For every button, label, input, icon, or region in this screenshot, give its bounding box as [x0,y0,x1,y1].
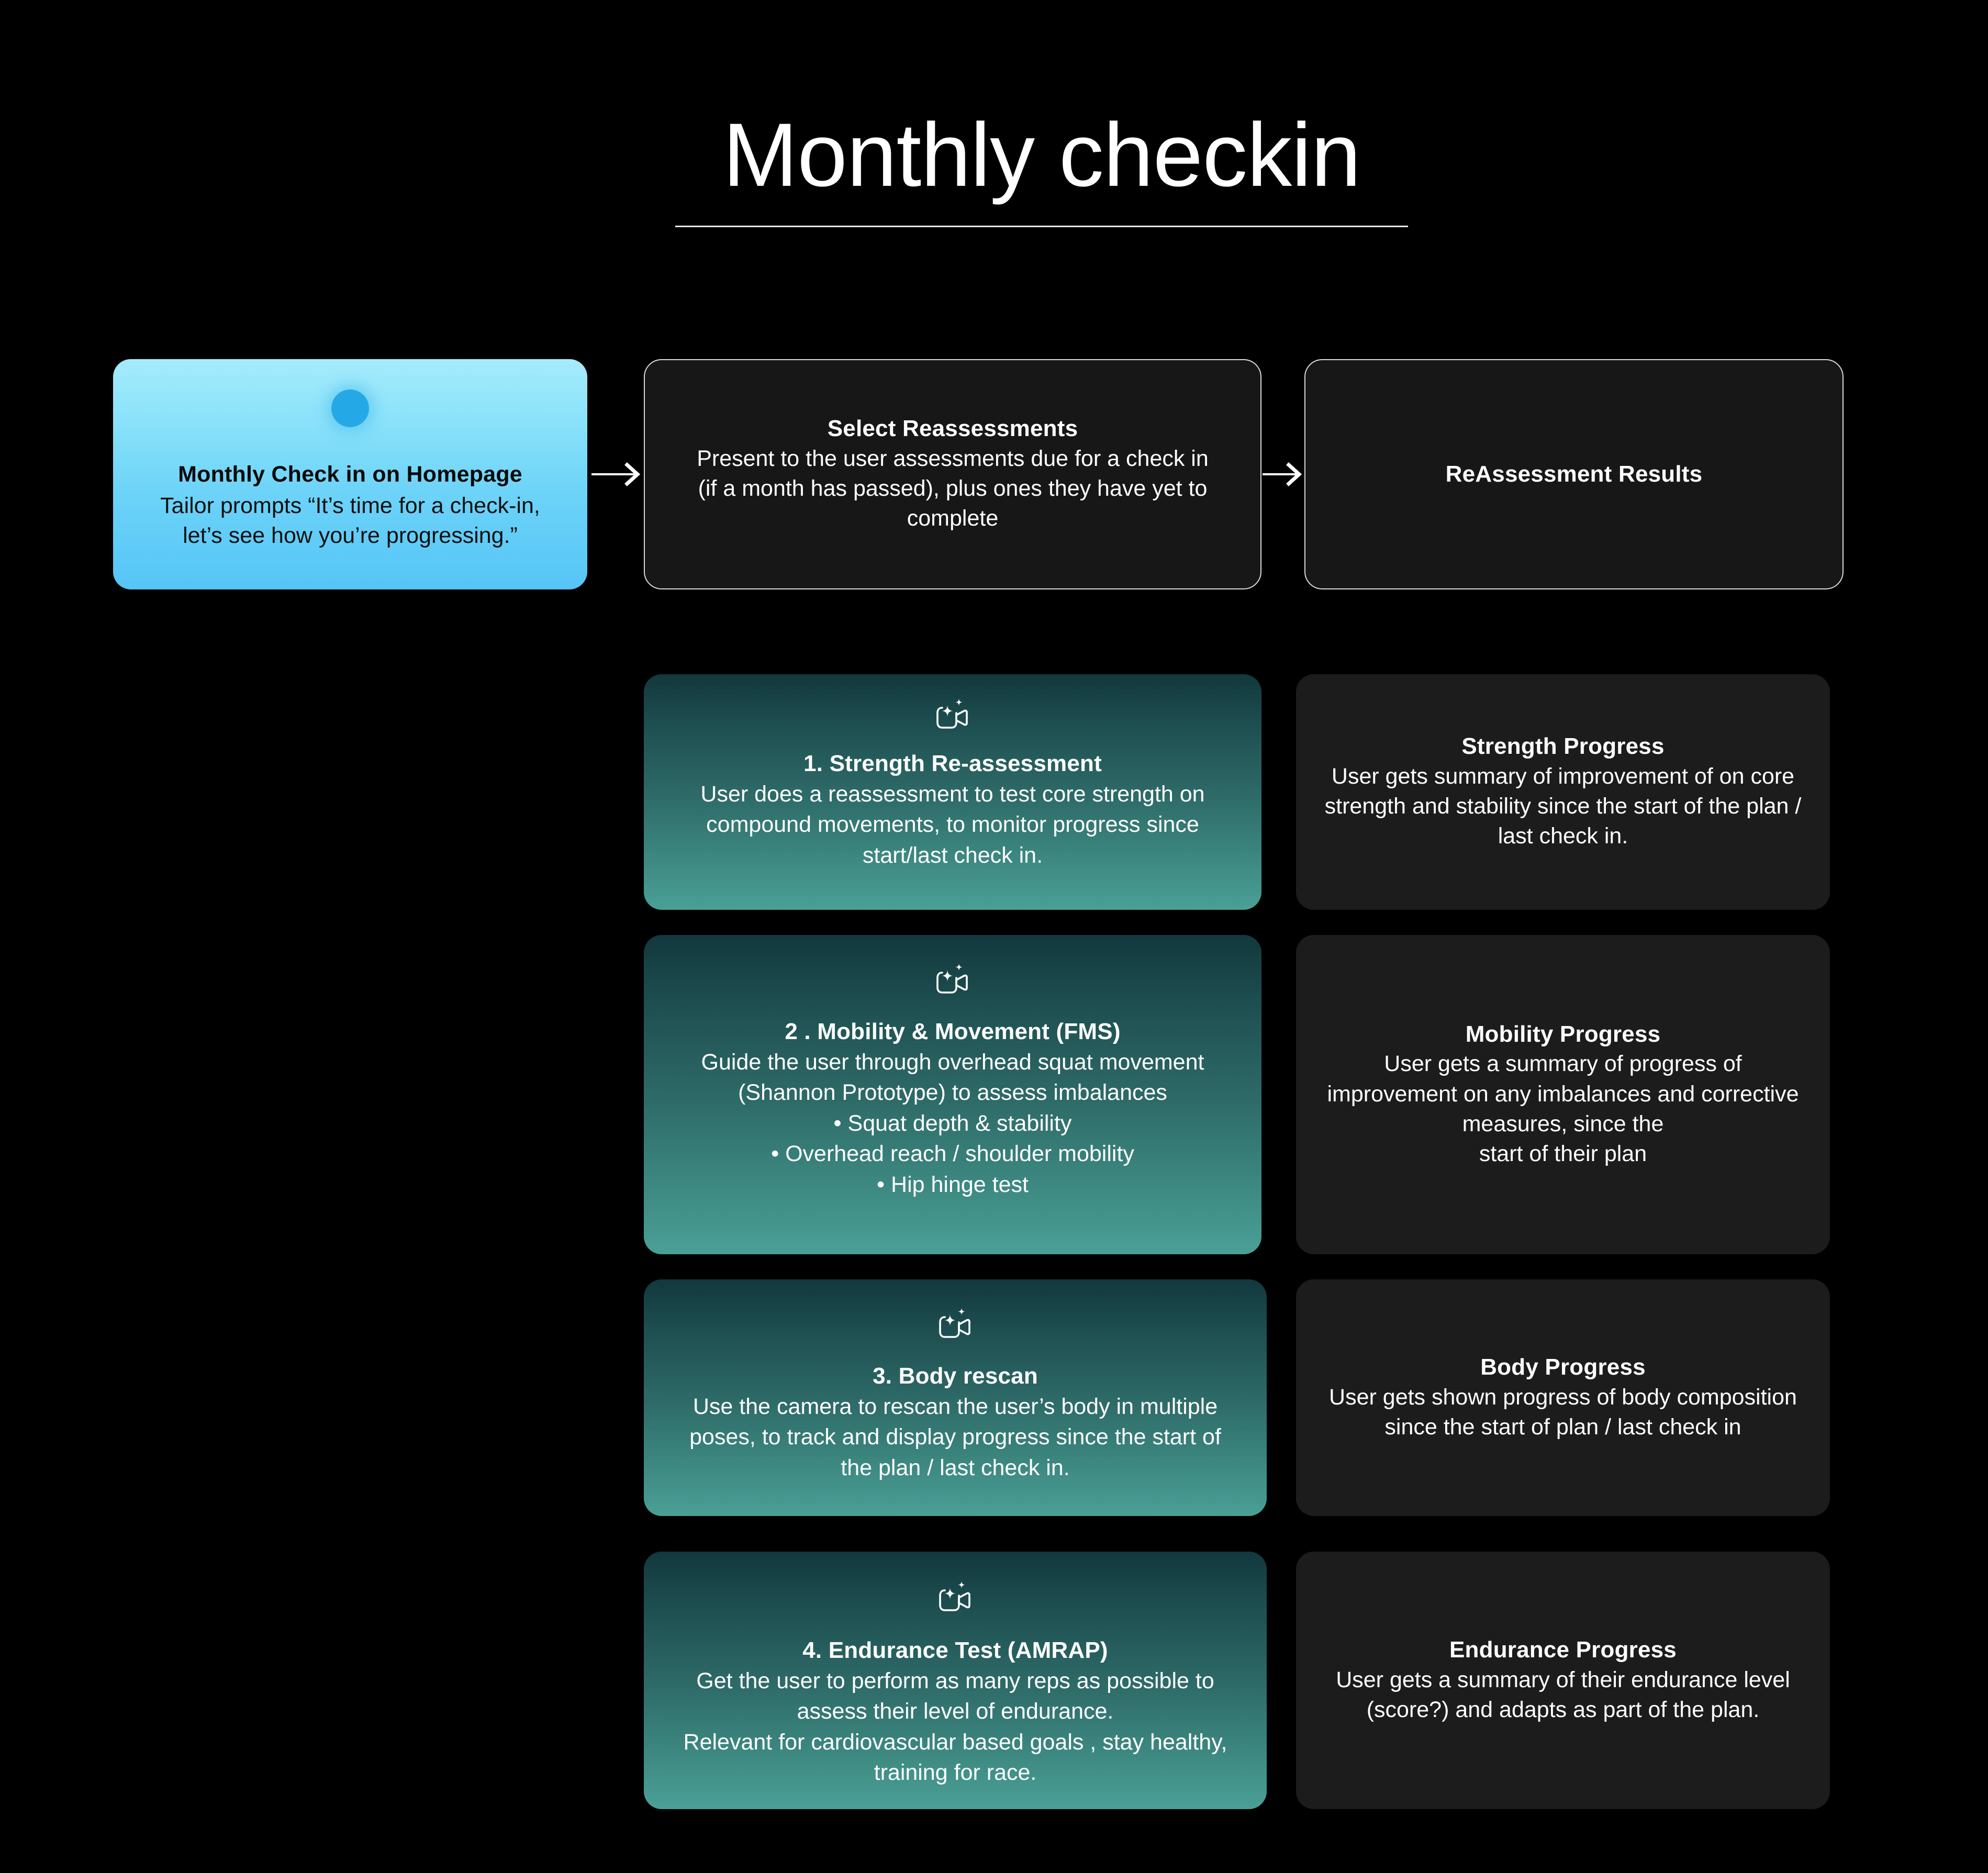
ai-video-camera-icon [936,1580,974,1614]
progress-title: Body Progress [1480,1354,1646,1380]
assessment-card-body-rescan[interactable]: 3. Body rescan Use the camera to rescan … [644,1279,1267,1516]
progress-title: Strength Progress [1461,733,1665,760]
assessment-body: Use the camera to rescan the user’s body… [689,1393,1221,1480]
select-card-title: Select Reassessments [827,415,1078,441]
progress-card-strength[interactable]: Strength Progress User gets summary of i… [1296,674,1830,910]
assessment-card-endurance[interactable]: 4. Endurance Test (AMRAP) Get the user t… [644,1552,1267,1809]
assessment-body: User does a reassessment to test core st… [700,781,1205,868]
status-dot-icon [331,389,369,427]
assessment-card-mobility[interactable]: 2 . Mobility & Movement (FMS) Guide the … [644,935,1261,1254]
progress-title: Mobility Progress [1465,1021,1661,1047]
arrow-entry-to-select [590,460,643,489]
entry-card-title: Monthly Check in on Homepage [178,462,522,487]
page-header: Monthly checkin [670,105,1413,228]
progress-body: User gets a summary of progress of impro… [1327,1051,1799,1167]
assessment-title: 1. Strength Re-assessment [803,751,1102,776]
progress-body: User gets shown progress of body composi… [1329,1384,1797,1440]
select-reassessments-card[interactable]: Select Reassessments Present to the user… [644,359,1261,589]
entry-card-body: Tailor prompts “It’s time for a check-in… [160,493,540,549]
progress-card-endurance[interactable]: Endurance Progress User gets a summary o… [1296,1552,1830,1809]
ai-video-camera-icon [934,697,971,732]
page-title: Monthly checkin [722,105,1361,205]
ai-video-camera-icon [934,962,971,997]
ai-video-camera-icon [936,1307,974,1341]
reassessment-results-card[interactable]: ReAssessment Results [1304,359,1844,589]
assessment-title: 2 . Mobility & Movement (FMS) [785,1019,1121,1044]
progress-card-body[interactable]: Body Progress User gets shown progress o… [1296,1279,1830,1516]
assessment-body: Get the user to perform as many reps as … [683,1668,1227,1786]
progress-title: Endurance Progress [1449,1636,1677,1663]
select-card-body: Present to the user assessments due for … [697,445,1209,531]
title-divider [675,226,1408,228]
assessment-title: 4. Endurance Test (AMRAP) [802,1637,1108,1663]
assessment-body: Guide the user through overhead squat mo… [701,1049,1204,1197]
progress-body: User gets a summary of their endurance l… [1336,1667,1790,1722]
arrow-select-to-results [1261,460,1304,489]
assessment-card-strength[interactable]: 1. Strength Re-assessment User does a re… [644,674,1261,910]
progress-card-mobility[interactable]: Mobility Progress User gets a summary of… [1296,935,1830,1254]
assessment-title: 3. Body rescan [873,1363,1038,1389]
results-card-title: ReAssessment Results [1445,461,1703,487]
entry-card-monthly-checkin[interactable]: Monthly Check in on Homepage Tailor prom… [113,359,587,589]
progress-body: User gets summary of improvement of on c… [1324,764,1802,849]
